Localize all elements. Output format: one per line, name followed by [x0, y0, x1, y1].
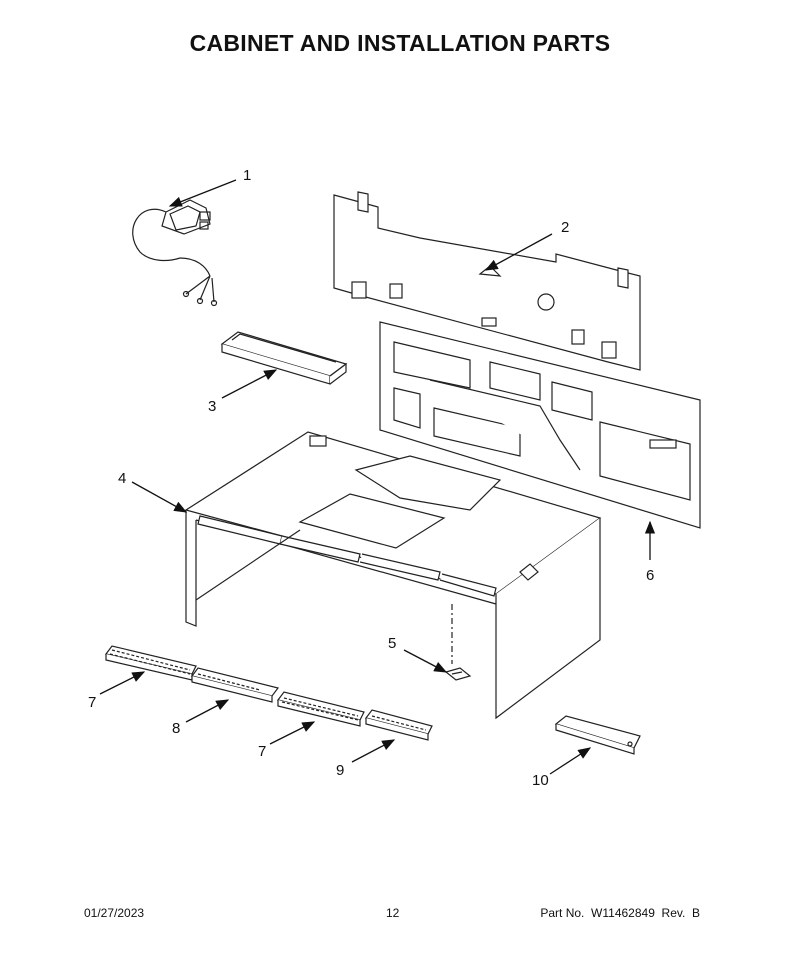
- callout-arrows: [99, 179, 656, 775]
- part-10-cover-plate: [554, 715, 641, 755]
- part-7-vent-grille-left: [104, 645, 197, 681]
- callout-arrow-10: [549, 747, 592, 775]
- callout-arrow-1: [168, 179, 237, 207]
- callout-arrow-9: [351, 739, 396, 763]
- part-3-bracket: [220, 331, 348, 385]
- part-6-back-panel: [379, 321, 701, 529]
- callout-number-7a: 7: [88, 694, 96, 711]
- callout-arrow-3: [221, 369, 278, 399]
- part-9-small-grille: [364, 709, 433, 741]
- callout-arrow-7b: [269, 721, 316, 745]
- part-4-cabinet: [184, 431, 602, 720]
- part-5-clip: [444, 667, 472, 681]
- callout-arrow-8: [185, 699, 230, 723]
- callout-number-2: 2: [561, 219, 569, 236]
- part-2-mounting-plate: [333, 191, 641, 371]
- part-7-vent-grille-center: [276, 691, 365, 727]
- callout-number-6: 6: [646, 567, 654, 584]
- part-1-harness: [132, 199, 218, 307]
- callout-number-1: 1: [243, 167, 251, 184]
- page-title: CABINET AND INSTALLATION PARTS: [189, 30, 611, 56]
- callout-number-5: 5: [388, 635, 396, 652]
- footer-part-number: Part No. W11462849 Rev. B: [540, 906, 700, 920]
- footer-page-number: 12: [386, 906, 400, 920]
- callout-number-8: 8: [172, 720, 180, 737]
- callout-number-9: 9: [336, 762, 344, 779]
- callout-arrow-2: [484, 233, 553, 271]
- callout-arrow-5: [403, 649, 448, 673]
- part-8-grille-filter: [190, 667, 280, 703]
- footer-date: 01/27/2023: [84, 906, 145, 920]
- callout-number-4: 4: [118, 470, 126, 487]
- callout-number-10: 10: [532, 772, 549, 789]
- callout-arrow-7a: [99, 671, 146, 695]
- callout-number-3: 3: [208, 398, 216, 415]
- callout-arrow-4: [131, 481, 188, 513]
- callout-number-7b: 7: [258, 743, 266, 760]
